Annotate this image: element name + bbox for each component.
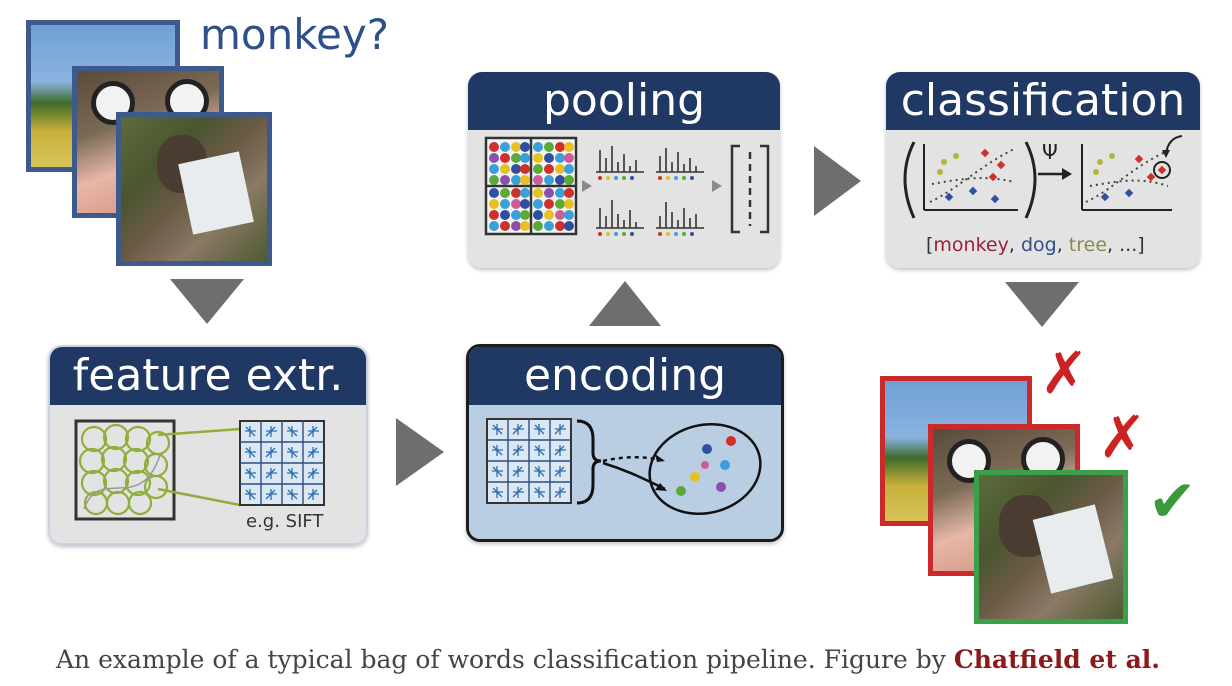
class-label-tree: tree <box>1068 234 1108 256</box>
class-labels-open: [ <box>926 234 934 256</box>
stage-title-classification: classification <box>886 72 1200 130</box>
check-mark-monkey: ✔ <box>1148 467 1197 535</box>
class-labels: [monkey, dog, tree, ...] <box>926 234 1145 256</box>
stage-pooling: pooling <box>468 72 780 268</box>
class-labels-sep1: , <box>1008 234 1021 256</box>
arrow-down-to-results <box>1005 282 1079 327</box>
class-labels-sep2: , <box>1056 234 1069 256</box>
stage-title-encoding: encoding <box>469 347 781 405</box>
stage-title-feature: feature extr. <box>50 347 366 405</box>
feature-extraction-illustration <box>74 419 325 521</box>
classification-illustration <box>903 135 1183 219</box>
query-label: monkey? <box>200 10 390 59</box>
figure-caption: An example of a typical bag of words cla… <box>56 645 1160 674</box>
caption-text: An example of a typical bag of words cla… <box>56 645 954 674</box>
class-labels-rest: , ...] <box>1107 234 1145 256</box>
stage-title-pooling: pooling <box>468 72 780 130</box>
encoding-illustration <box>486 418 762 516</box>
arrow-right-to-encoding <box>396 418 444 486</box>
caption-author-link[interactable]: Chatfield et al. <box>953 645 1160 674</box>
feature-note: e.g. SIFT <box>246 511 324 532</box>
stage-feature-extraction: feature extr. <box>48 345 368 545</box>
arrow-down-to-feature <box>170 279 244 324</box>
class-label-dog: dog <box>1020 234 1057 256</box>
psi-symbol: Ψ <box>1042 140 1058 164</box>
stage-classification: classification <box>886 72 1200 268</box>
input-image-monkey <box>116 112 272 266</box>
arrow-up-to-pooling <box>589 281 661 326</box>
wrong-mark-car: ✗ <box>1040 339 1089 407</box>
arrow-right-to-classification <box>814 146 861 216</box>
pooling-illustration <box>484 136 770 236</box>
wrong-mark-child: ✗ <box>1098 403 1147 471</box>
class-label-monkey: monkey <box>933 234 1009 256</box>
result-image-monkey <box>974 470 1128 624</box>
stage-encoding: encoding <box>466 344 784 542</box>
